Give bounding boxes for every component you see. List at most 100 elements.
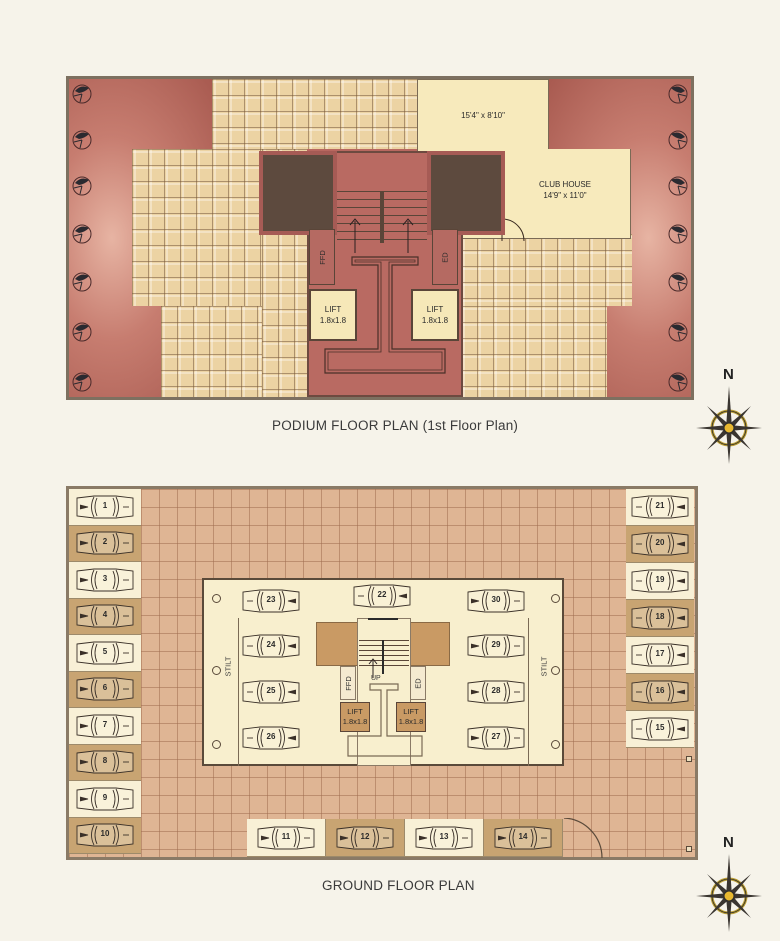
parking-bay-1[interactable]: 1 — [69, 489, 141, 526]
stilt-parking-bay-24[interactable]: 24 — [240, 633, 302, 659]
parking-number: 8 — [102, 756, 108, 766]
podium-top-tile-area — [212, 79, 417, 149]
tree-icon — [667, 271, 689, 293]
podium-ed-room: ED — [432, 229, 458, 285]
ground-lift-right[interactable]: LIFT 1.8x1.8 — [396, 702, 426, 732]
stilt-parking-bay-30[interactable]: 30 — [465, 588, 527, 614]
car-icon: 25 — [240, 679, 302, 705]
parking-bay-19[interactable]: 19 — [626, 563, 694, 600]
compass-rose-icon — [696, 386, 762, 464]
parking-bay-18[interactable]: 18 — [626, 600, 694, 637]
podium-lift-right[interactable]: LIFT 1.8x1.8 — [411, 289, 459, 341]
parking-bay-20[interactable]: 20 — [626, 526, 694, 563]
podium-right-tile-area — [461, 234, 632, 306]
stilt-left-label: STILT — [223, 656, 233, 677]
tree-icon — [71, 83, 93, 105]
car-icon: 24 — [240, 633, 302, 659]
column-marker — [551, 594, 560, 603]
ground-staircase — [359, 640, 409, 670]
tree-icon — [667, 83, 689, 105]
ground-right-duct — [408, 622, 450, 666]
column-marker — [551, 666, 560, 675]
club-house-size: 14'9" x 11'0" — [543, 191, 587, 200]
parking-bay-10[interactable]: 10 — [69, 817, 141, 854]
terrace-size-label: 15'4" x 8'10" — [461, 111, 505, 120]
podium-right-duct — [427, 151, 505, 235]
parking-bay-17[interactable]: 17 — [626, 637, 694, 674]
ground-ffd-room: FFD — [340, 666, 356, 700]
tree-icon — [71, 129, 93, 151]
podium-terrace: 15'4" x 8'10" — [417, 79, 549, 151]
car-icon: 14 — [492, 825, 554, 851]
podium-plan-title: PODIUM FLOOR PLAN (1st Floor Plan) — [272, 418, 519, 433]
parking-bay-9[interactable]: 9 — [69, 781, 141, 818]
parking-bay-7[interactable]: 7 — [69, 708, 141, 745]
podium-right-tile-lower — [461, 306, 607, 397]
ground-left-duct — [316, 622, 360, 666]
podium-ffd-room: FFD — [309, 229, 335, 285]
parking-number: 19 — [655, 575, 665, 584]
stilt-parking-bay-29[interactable]: 29 — [465, 633, 527, 659]
ground-core-top-wall — [368, 618, 398, 620]
parking-number: 20 — [655, 538, 665, 547]
parking-number: 16 — [655, 686, 665, 695]
podium-left-duct — [259, 151, 337, 235]
car-icon: 17 — [629, 642, 691, 668]
parking-number: 24 — [266, 640, 276, 649]
ground-lift-left[interactable]: LIFT 1.8x1.8 — [340, 702, 370, 732]
parking-number: 17 — [655, 649, 665, 658]
parking-bay-4[interactable]: 4 — [69, 598, 141, 635]
parking-bay-3[interactable]: 3 — [69, 562, 141, 599]
parking-bay-5[interactable]: 5 — [69, 635, 141, 672]
parking-number: 15 — [655, 723, 665, 732]
parking-number: 18 — [655, 612, 665, 621]
parking-bay-11[interactable]: 11 — [247, 819, 326, 857]
club-house[interactable]: CLUB HOUSE 14'9" x 11'0" — [499, 149, 631, 239]
parking-number: 25 — [266, 686, 276, 695]
parking-number: 26 — [266, 732, 276, 741]
stilt-parking-bay-22[interactable]: 22 — [351, 583, 413, 609]
club-house-label: CLUB HOUSE — [538, 180, 591, 189]
stilt-parking-bay-25[interactable]: 25 — [240, 679, 302, 705]
parking-bay-21[interactable]: 21 — [626, 489, 694, 526]
stair-divider — [380, 191, 384, 243]
tree-icon — [71, 175, 93, 197]
stilt-right-label: STILT — [539, 656, 549, 677]
podium-left-tile-area — [132, 149, 262, 306]
car-icon: 20 — [629, 531, 691, 557]
podium-lift-left[interactable]: LIFT 1.8x1.8 — [309, 289, 357, 341]
parking-bay-13[interactable]: 13 — [405, 819, 484, 857]
parking-number: 23 — [266, 595, 276, 604]
ground-plan-title: GROUND FLOOR PLAN — [322, 878, 475, 893]
parking-bay-6[interactable]: 6 — [69, 671, 141, 708]
car-icon: 26 — [240, 725, 302, 751]
car-icon: 4 — [74, 603, 136, 629]
parking-number: 2 — [102, 537, 108, 547]
parking-bay-16[interactable]: 16 — [626, 674, 694, 711]
ground-up-arrow-icon — [368, 658, 378, 678]
podium-left-tile-lower — [161, 306, 262, 397]
tree-icon — [667, 321, 689, 343]
parking-bay-12[interactable]: 12 — [326, 819, 405, 857]
parking-bay-15[interactable]: 15 — [626, 711, 694, 748]
ground-stair-divider — [382, 640, 384, 674]
parking-bay-2[interactable]: 2 — [69, 525, 141, 562]
parking-number: 28 — [491, 686, 501, 695]
compass-north-bottom: N — [696, 834, 762, 934]
parking-bay-14[interactable]: 14 — [484, 819, 563, 857]
car-icon: 2 — [74, 530, 136, 556]
parking-bay-8[interactable]: 8 — [69, 744, 141, 781]
stilt-parking-bay-23[interactable]: 23 — [240, 588, 302, 614]
tree-icon — [667, 175, 689, 197]
car-icon: 30 — [465, 588, 527, 614]
car-icon: 18 — [629, 605, 691, 631]
car-icon: 6 — [74, 676, 136, 702]
tree-icon — [667, 371, 689, 393]
stilt-parking-bay-26[interactable]: 26 — [240, 725, 302, 751]
car-icon: 13 — [413, 825, 475, 851]
tree-icon — [667, 223, 689, 245]
stilt-parking-bay-28[interactable]: 28 — [465, 679, 527, 705]
stilt-parking-bay-27[interactable]: 27 — [465, 725, 527, 751]
column-marker — [212, 740, 221, 749]
gate-swing-icon — [564, 818, 603, 858]
